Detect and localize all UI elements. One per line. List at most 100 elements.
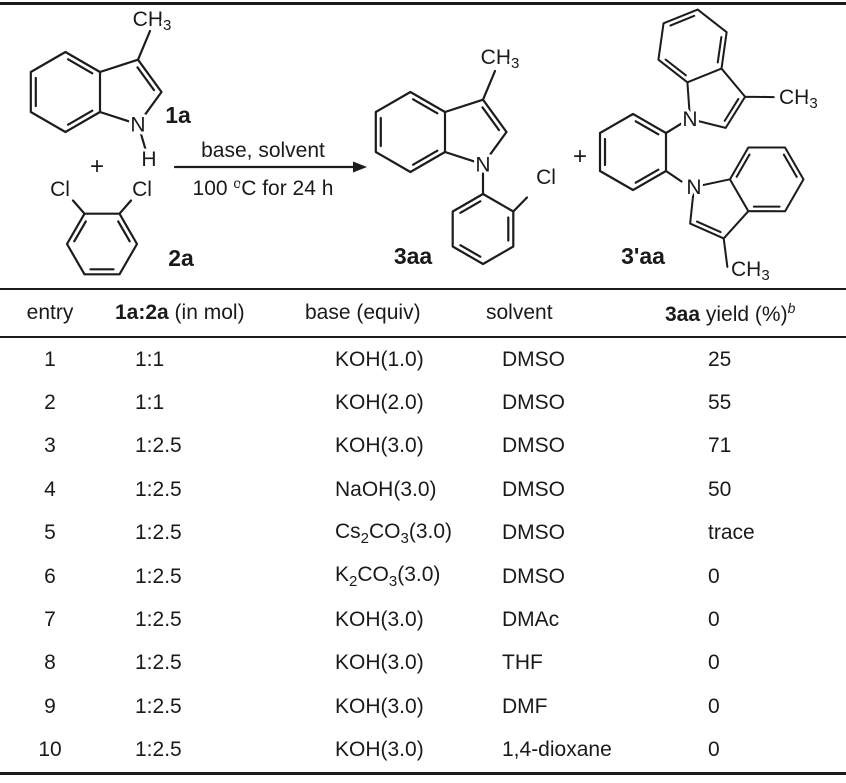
yield-cell: 0 [708,694,720,718]
entry-cell: 1 [44,347,56,371]
indole-skeleton-3paa-top [645,0,779,143]
compound-label-3aa: 3aa [394,243,433,269]
ratio-cell: 1:2.5 [135,651,182,675]
column-header-ratio-bold: 1a:2a [115,301,169,324]
base-cell: KOH(3.0) [300,695,470,719]
entry-cell: 4 [44,477,56,501]
nitrogen-label-3paa-bottom: N [686,176,701,199]
base-text: KOH(3.0) [335,608,424,632]
yield-cell: 25 [708,347,732,371]
entry-cell: 5 [44,521,56,545]
yield-cell: 0 [708,738,720,762]
compound-label-1a: 1a [165,102,191,128]
entry-cell: 7 [44,608,56,632]
entry-cell: 8 [44,651,56,675]
base-text: CO [369,519,401,543]
solvent-cell: DMSO [502,391,565,415]
methyl-label-3aa: CH3 [481,46,520,72]
column-header-yield: 3aa yield (%)b [650,300,846,327]
solvent-cell: DMSO [502,564,565,588]
base-subscript: 3 [400,529,409,547]
column-header-yield-footnote: b [787,299,796,316]
base-subscript: 3 [388,573,398,591]
yield-cell: 50 [708,477,732,501]
hydrogen-label-1a: H [141,148,156,171]
base-cell: KOH(3.0) [300,434,470,458]
indole-skeleton-3paa-bottom [670,130,824,274]
nitrogen-label-3aa: N [475,154,490,177]
base-text: KOH(1.0) [335,347,424,371]
base-cell: K2CO3(3.0) [300,563,470,590]
entry-cell: 2 [44,391,56,415]
methyl-label-1a: CH3 [133,8,172,34]
base-subscript: 2 [349,573,358,591]
solvent-cell: DMSO [502,477,565,501]
benzene-ring-2a [65,212,139,276]
yield-cell: 55 [708,391,732,415]
molecule-1a: CH3 N H 1a [29,5,194,174]
chlorophenyl-ring-3aa [451,192,515,266]
column-header-solvent: solvent [486,301,553,324]
arrow-head-icon [353,161,367,173]
ratio-cell: 1:1 [135,391,165,415]
ratio-cell: 1:2.5 [135,564,182,588]
arrow-conditions-top: base, solvent [201,139,325,162]
nitrogen-label-3paa-top: N [682,108,697,131]
table-row: 10 1:2.5 KOH(3.0) 1,4-dioxane 0 [0,729,846,772]
solvent-cell: DMSO [502,434,565,458]
column-header-base: base (equiv) [305,301,421,324]
ratio-cell: 1:2.5 [135,434,182,458]
base-text: K [335,563,350,587]
arrow-conditions-bottom: 100 oC for 24 h [193,175,334,200]
bottom-rule [0,772,846,775]
new-n-aryl-bond-3paa-top [664,122,683,135]
solvent-cell: DMSO [502,347,565,371]
solvent-cell: DMSO [502,521,565,545]
base-text: (3.0) [408,519,453,543]
ratio-cell: 1:2.5 [135,694,182,718]
n-h-bond [139,132,148,153]
ratio-cell: 1:2.5 [135,608,182,632]
molecule-3paa: N N CH3 CH3 3'aa [598,0,824,287]
base-text: NaOH(3.0) [335,477,437,501]
central-benzene-3paa [598,112,668,192]
base-cell: KOH(3.0) [300,738,470,762]
double-bonds-3aa-phenyl [459,200,510,258]
column-header-entry: entry [26,301,74,324]
base-cell: KOH(3.0) [300,608,470,632]
yield-cell: 0 [708,608,720,632]
table-row: 2 1:1 KOH(2.0) DMSO 55 [0,381,846,424]
ratio-cell: 1:2.5 [135,738,182,762]
solvent-cell: 1,4-dioxane [502,738,612,762]
reaction-arrow: base, solvent 100 oC for 24 h [173,136,367,203]
chlorine-label-2a-right: Cl [132,178,152,201]
base-text: Cs [335,519,361,543]
base-text: KOH(2.0) [335,391,424,415]
base-text: KOH(3.0) [335,651,424,675]
header-bottom-rule [0,336,846,338]
chlorine-label-2a-left: Cl [50,178,70,201]
top-rule [0,2,846,5]
entry-cell: 9 [44,694,56,718]
base-text: KOH(3.0) [335,434,424,458]
reaction-scheme: CH3 N H 1a + Cl Cl 2a base, solvent 100 … [29,0,824,287]
column-header-yield-bold: 3aa [665,302,701,326]
double-bonds-3paa-central [603,120,660,184]
entry-cell: 3 [44,434,56,458]
molecule-2a: Cl Cl 2a [47,175,197,276]
base-text: (3.0) [397,563,441,587]
entry-cell: 10 [38,738,62,762]
cl-bond-3aa [512,196,529,213]
table-header-row: entry 1a:2a (in mol) base (equiv) solven… [0,290,846,336]
base-cell: Cs2CO3(3.0) [300,520,470,547]
plus-sign-left: + [90,153,104,180]
chlorine-label-3aa: Cl [536,166,556,189]
